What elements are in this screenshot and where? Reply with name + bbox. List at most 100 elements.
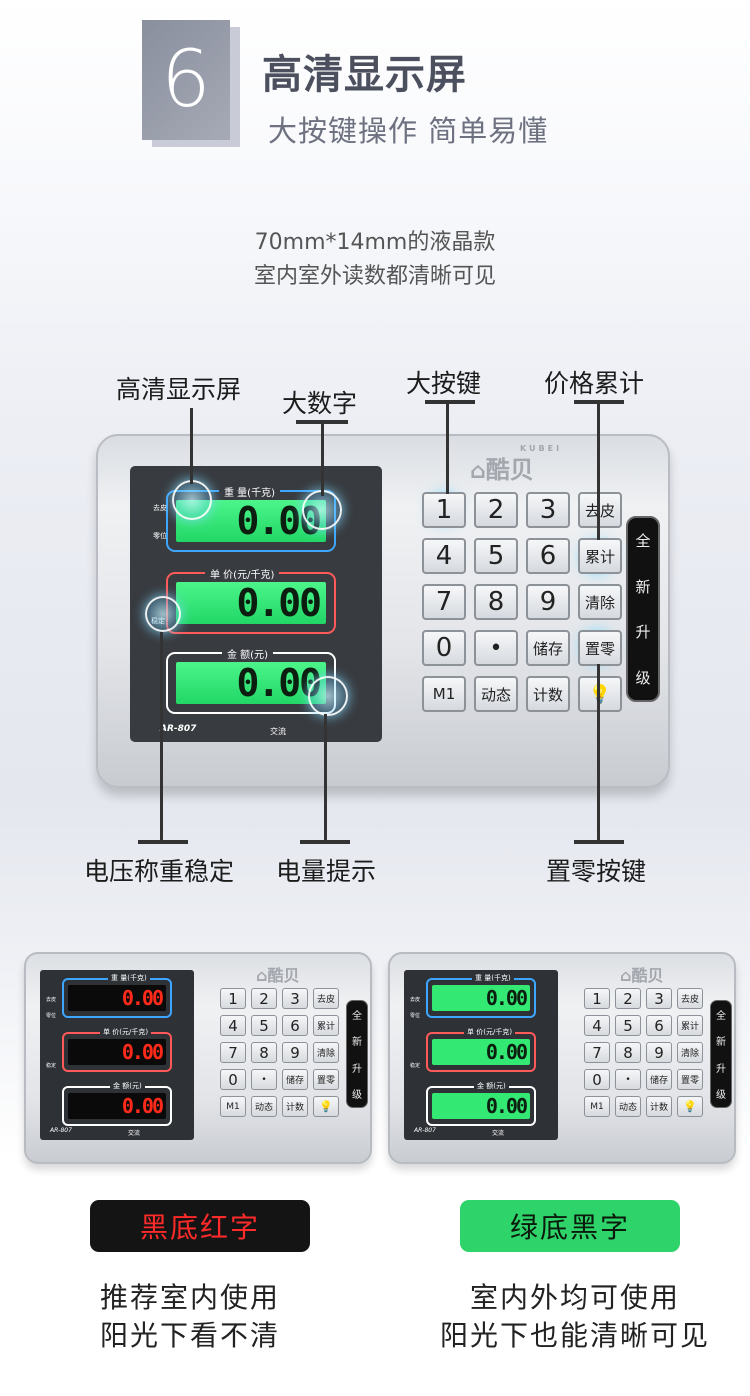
key-accumulate[interactable]: 累计 bbox=[677, 1015, 703, 1036]
key-3[interactable]: 3 bbox=[282, 988, 308, 1009]
zero-indicator: 零位 bbox=[46, 1013, 57, 1019]
key-6[interactable]: 6 bbox=[282, 1015, 308, 1036]
variant-green-caption: 室内外均可使用 阳光下也能清晰可见 bbox=[400, 1279, 750, 1355]
key-light[interactable]: 💡 bbox=[313, 1096, 339, 1117]
key-2[interactable]: 2 bbox=[251, 988, 277, 1009]
key-0[interactable]: 0 bbox=[422, 630, 466, 666]
section-title: 高清显示屏 bbox=[262, 52, 467, 98]
weight-label: 重 量(千克) bbox=[219, 484, 280, 499]
key-zero[interactable]: 置零 bbox=[677, 1069, 703, 1090]
key-store[interactable]: 储存 bbox=[526, 630, 570, 666]
key-accumulate[interactable]: 累计 bbox=[578, 538, 622, 574]
key-0[interactable]: 0 bbox=[584, 1069, 610, 1090]
key-6[interactable]: 6 bbox=[526, 538, 570, 574]
callout-line bbox=[321, 420, 324, 496]
key-m1[interactable]: M1 bbox=[220, 1096, 246, 1117]
key-3[interactable]: 3 bbox=[646, 988, 672, 1009]
key-7[interactable]: 7 bbox=[220, 1042, 246, 1063]
callout-bar bbox=[425, 400, 475, 404]
key-1[interactable]: 1 bbox=[584, 988, 610, 1009]
key-zero[interactable]: 置零 bbox=[313, 1069, 339, 1090]
key-5[interactable]: 5 bbox=[251, 1015, 277, 1036]
key-dynamic[interactable]: 动态 bbox=[474, 676, 518, 712]
stable-indicator: 稳定 bbox=[410, 1063, 421, 1069]
key-store[interactable]: 储存 bbox=[646, 1069, 672, 1090]
model-label: AR-807 bbox=[160, 724, 197, 734]
model-label: AR-807 bbox=[414, 1127, 436, 1134]
key-dynamic[interactable]: 动态 bbox=[251, 1096, 277, 1117]
callout-line bbox=[446, 400, 449, 494]
key-dot[interactable]: • bbox=[615, 1069, 641, 1090]
key-4[interactable]: 4 bbox=[220, 1015, 246, 1036]
callout-price-total: 价格累计 bbox=[544, 369, 645, 398]
key-9[interactable]: 9 bbox=[282, 1042, 308, 1063]
key-4[interactable]: 4 bbox=[584, 1015, 610, 1036]
key-9[interactable]: 9 bbox=[646, 1042, 672, 1063]
callout-line bbox=[324, 714, 327, 840]
key-store[interactable]: 储存 bbox=[282, 1069, 308, 1090]
key-tare[interactable]: 去皮 bbox=[677, 988, 703, 1009]
key-tare[interactable]: 去皮 bbox=[578, 492, 622, 528]
weight-label: 重 量(千克) bbox=[472, 973, 514, 983]
key-m1[interactable]: M1 bbox=[584, 1096, 610, 1117]
key-dot[interactable]: • bbox=[474, 630, 518, 666]
section-subtitle: 大按键操作 简单易懂 bbox=[268, 114, 549, 148]
highlight-weight-indicator bbox=[172, 480, 212, 520]
key-2[interactable]: 2 bbox=[615, 988, 641, 1009]
key-light[interactable]: 💡 bbox=[578, 676, 622, 712]
key-9[interactable]: 9 bbox=[526, 584, 570, 620]
tare-indicator: 去皮 bbox=[153, 504, 167, 512]
callout-bar bbox=[574, 840, 624, 844]
key-2[interactable]: 2 bbox=[474, 492, 518, 528]
variant-pill-red: 黑底红字 bbox=[90, 1200, 310, 1252]
weight-label: 重 量(千克) bbox=[108, 973, 150, 983]
brand-logo: ⌂酷贝 bbox=[620, 966, 664, 985]
key-accumulate[interactable]: 累计 bbox=[313, 1015, 339, 1036]
key-1[interactable]: 1 bbox=[220, 988, 246, 1009]
brand-logo: ⌂酷贝 bbox=[470, 456, 534, 484]
key-zero[interactable]: 置零 bbox=[578, 630, 622, 666]
variant-red-line2: 阳光下看不清 bbox=[99, 1319, 280, 1352]
key-5[interactable]: 5 bbox=[615, 1015, 641, 1036]
weight-value: 0.00 bbox=[68, 985, 166, 1011]
key-1[interactable]: 1 bbox=[422, 492, 466, 528]
callout-big-keys: 大按键 bbox=[406, 369, 482, 398]
callout-bar bbox=[300, 840, 350, 844]
key-7[interactable]: 7 bbox=[422, 584, 466, 620]
amount-value: 0.00 bbox=[432, 1093, 530, 1119]
key-6[interactable]: 6 bbox=[646, 1015, 672, 1036]
key-8[interactable]: 8 bbox=[251, 1042, 277, 1063]
amount-value: 0.00 bbox=[68, 1093, 166, 1119]
power-label: 交流 bbox=[270, 727, 286, 736]
stable-indicator: 稳定 bbox=[46, 1063, 57, 1069]
key-7[interactable]: 7 bbox=[584, 1042, 610, 1063]
key-8[interactable]: 8 bbox=[615, 1042, 641, 1063]
unit-price-label: 单 价(元/千克) bbox=[205, 566, 280, 581]
key-light[interactable]: 💡 bbox=[677, 1096, 703, 1117]
amount-label: 金 额(元) bbox=[474, 1081, 509, 1091]
brand-logo: ⌂酷贝 bbox=[256, 966, 300, 985]
key-5[interactable]: 5 bbox=[474, 538, 518, 574]
key-clear[interactable]: 清除 bbox=[313, 1042, 339, 1063]
highlight-weight-digits bbox=[302, 490, 342, 530]
key-m1[interactable]: M1 bbox=[422, 676, 466, 712]
key-clear[interactable]: 清除 bbox=[578, 584, 622, 620]
key-0[interactable]: 0 bbox=[220, 1069, 246, 1090]
key-clear[interactable]: 清除 bbox=[677, 1042, 703, 1063]
key-4[interactable]: 4 bbox=[422, 538, 466, 574]
lightbulb-icon: 💡 bbox=[319, 1100, 333, 1113]
key-count[interactable]: 计数 bbox=[646, 1096, 672, 1117]
zero-indicator: 零位 bbox=[410, 1013, 421, 1019]
home-icon: ⌂ bbox=[256, 966, 268, 985]
key-tare[interactable]: 去皮 bbox=[313, 988, 339, 1009]
key-dynamic[interactable]: 动态 bbox=[615, 1096, 641, 1117]
callout-line bbox=[190, 408, 193, 484]
tare-indicator: 去皮 bbox=[410, 997, 421, 1003]
upgrade-side-label: 全新升级 bbox=[626, 516, 660, 702]
key-count[interactable]: 计数 bbox=[526, 676, 570, 712]
key-dot[interactable]: • bbox=[251, 1069, 277, 1090]
key-count[interactable]: 计数 bbox=[282, 1096, 308, 1117]
key-8[interactable]: 8 bbox=[474, 584, 518, 620]
callout-line bbox=[160, 632, 163, 842]
key-3[interactable]: 3 bbox=[526, 492, 570, 528]
